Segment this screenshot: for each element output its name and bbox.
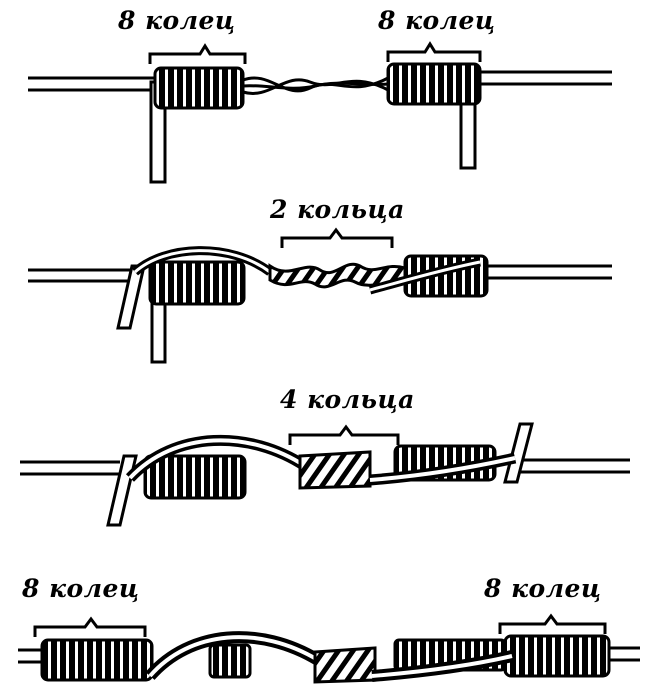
stage4 [18, 613, 640, 684]
stage3 [20, 422, 630, 527]
stage2-brace [280, 227, 394, 248]
stage4-coil-left [40, 638, 154, 682]
stage1-label-right: 8 колец [378, 6, 496, 35]
stage1-twist [242, 76, 389, 95]
stage4-brace-right [498, 613, 607, 634]
stage2 [28, 227, 612, 364]
stage4-label-right: 8 колец [484, 574, 602, 603]
stage1-label-left: 8 колец [118, 6, 236, 35]
stage4-brace-left [33, 616, 147, 637]
stage3-end-left [106, 454, 138, 527]
stage3-main-wire [20, 458, 630, 476]
stage4-twist [313, 646, 377, 684]
stage1-coil-right [386, 62, 482, 106]
stage1-brace-right [386, 41, 482, 62]
stage2-end-slanted [116, 264, 146, 330]
stage3-label-center: 4 кольца [280, 385, 415, 414]
stage3-twist [298, 450, 372, 490]
stage4-label-left: 8 колец [22, 574, 140, 603]
stage2-coil-left [148, 260, 246, 306]
stage3-brace [288, 424, 400, 445]
stage1 [28, 41, 612, 184]
stage2-label-center: 2 кольца [270, 195, 405, 224]
stage3-coil-left [143, 454, 247, 500]
stage1-brace-left [148, 43, 247, 64]
stage2-main-wire [28, 264, 612, 283]
stage1-main-wire [28, 70, 612, 92]
stage4-coil-inner-left [208, 643, 252, 679]
stage3-end-right [503, 422, 534, 484]
stage4-coil-right [503, 634, 611, 678]
stage1-coil-left [153, 66, 245, 110]
